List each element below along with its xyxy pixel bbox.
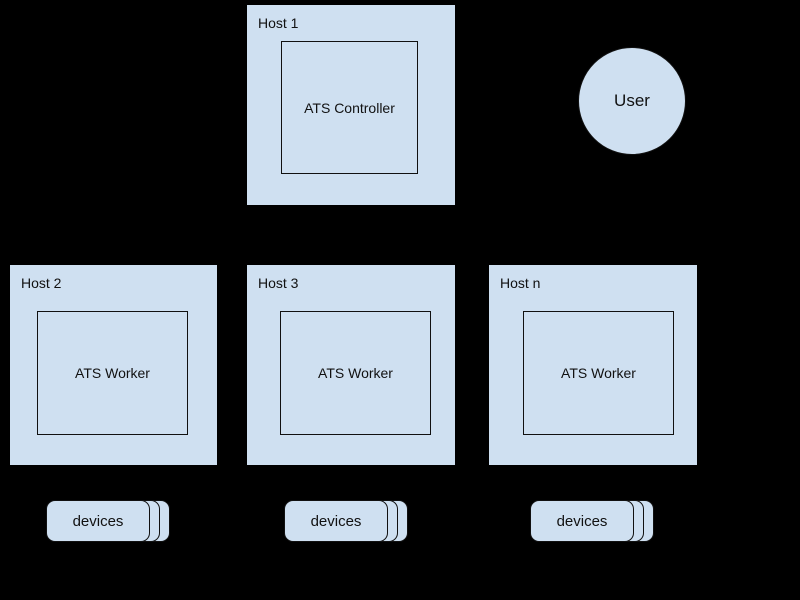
process-box-ats-worker-host-3[interactable]: ATS Worker (280, 311, 431, 435)
process-label-ats-worker-host-n: ATS Worker (561, 365, 636, 381)
host-label-host-1: Host 1 (258, 15, 299, 31)
device-card-front[interactable]: devices (530, 500, 634, 542)
host-label-host-n: Host n (500, 275, 541, 291)
actor-label-user: User (614, 91, 650, 110)
device-stack-label: devices (310, 512, 362, 530)
device-card-front[interactable]: devices (46, 500, 150, 542)
process-box-ats-controller[interactable]: ATS Controller (281, 41, 418, 174)
host-label-host-3: Host 3 (258, 275, 299, 291)
device-stack-label: devices (72, 512, 124, 530)
process-box-ats-worker-host-n[interactable]: ATS Worker (523, 311, 674, 435)
device-stack-host-n[interactable]: devices (530, 500, 654, 542)
host-box-host-2[interactable]: Host 2 ATS Worker (10, 265, 217, 465)
host-box-host-3[interactable]: Host 3 ATS Worker (247, 265, 455, 465)
device-stack-host-3[interactable]: devices (284, 500, 408, 542)
device-card-front[interactable]: devices (284, 500, 388, 542)
process-label-ats-worker-host-2: ATS Worker (75, 365, 150, 381)
host-box-host-n[interactable]: Host n ATS Worker (489, 265, 697, 465)
device-stack-host-2[interactable]: devices (46, 500, 170, 542)
actor-user[interactable]: User (578, 47, 686, 155)
device-stack-label: devices (556, 512, 608, 530)
process-label-ats-controller: ATS Controller (304, 99, 395, 116)
process-label-ats-worker-host-3: ATS Worker (318, 365, 393, 381)
host-box-host-1[interactable]: Host 1 ATS Controller (247, 5, 455, 205)
host-label-host-2: Host 2 (21, 275, 62, 291)
process-box-ats-worker-host-2[interactable]: ATS Worker (37, 311, 188, 435)
